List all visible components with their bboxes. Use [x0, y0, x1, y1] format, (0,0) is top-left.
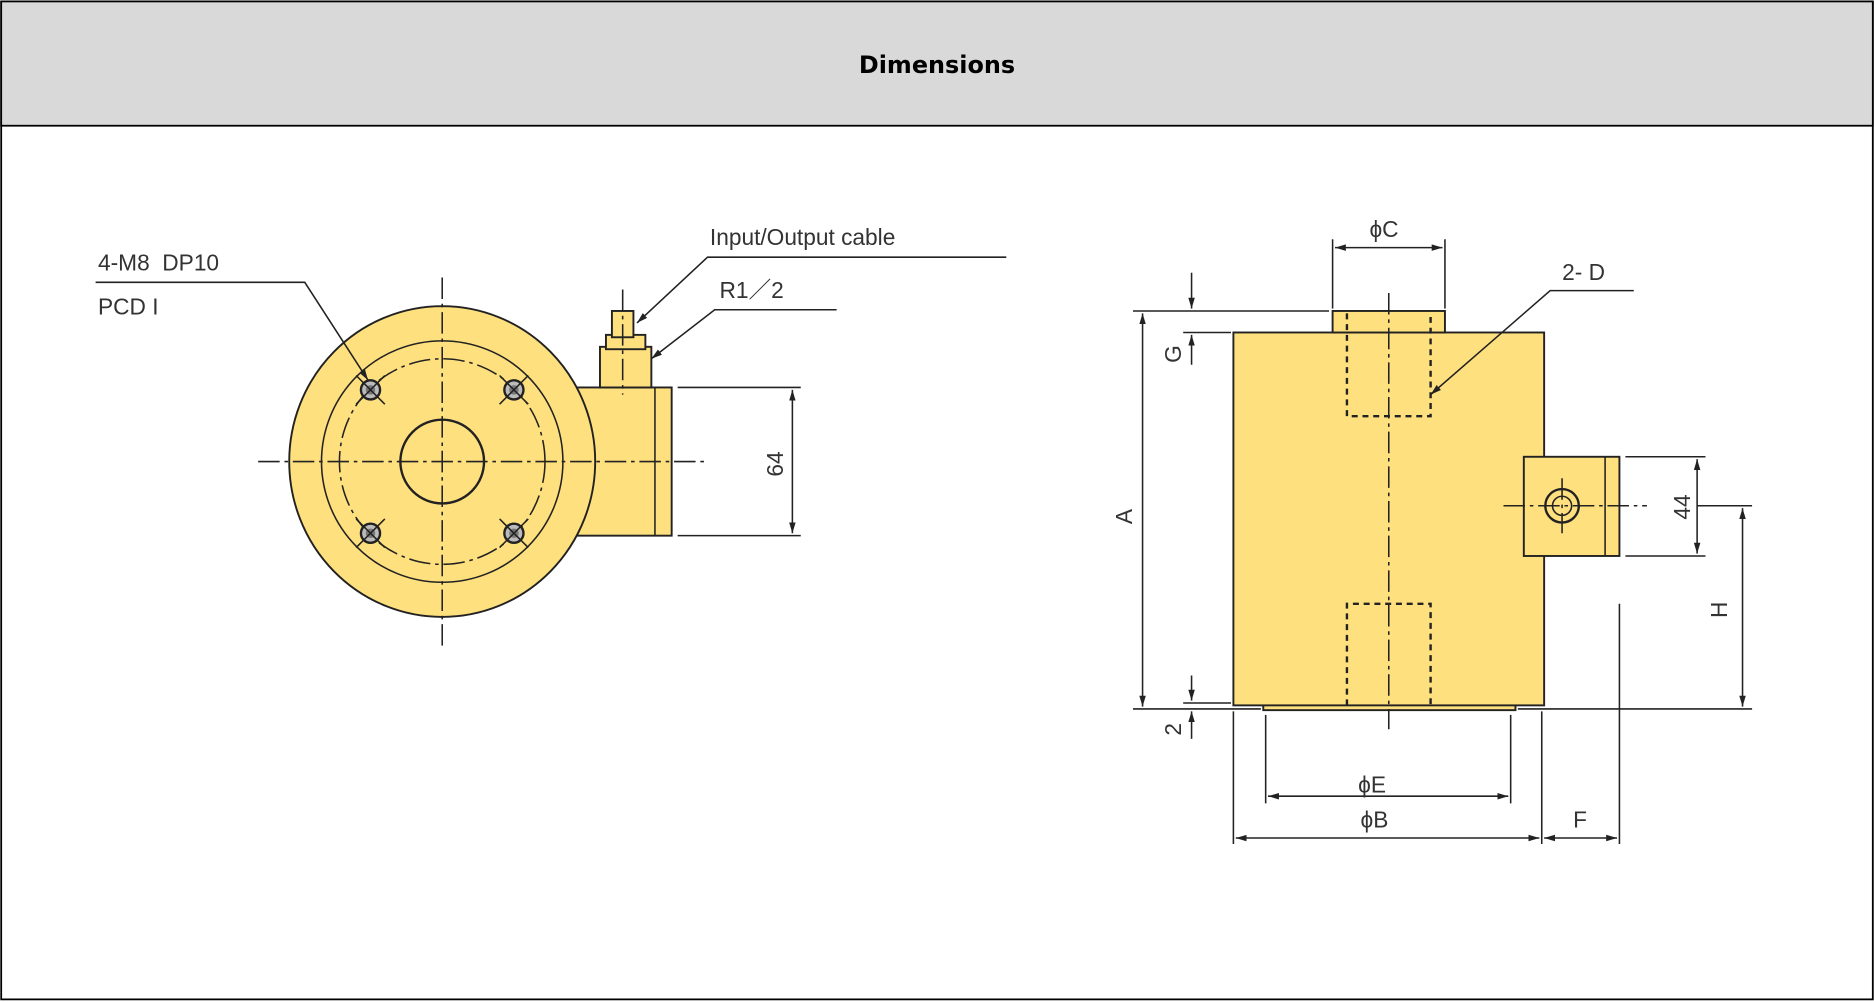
thread-label: R1／2: [719, 277, 783, 303]
dim-f: F: [1573, 806, 1587, 832]
dim-e: ϕE: [1358, 772, 1386, 798]
dim-c: ϕC: [1369, 216, 1398, 242]
dim-d: 2- D: [1562, 259, 1605, 285]
cable-label: Input/Output cable: [710, 224, 895, 250]
dim-a: A: [1111, 508, 1137, 524]
dim-2: 2: [1160, 723, 1186, 736]
dim-b: ϕB: [1361, 806, 1389, 832]
pcd-label: PCD I: [98, 294, 159, 320]
dim-h: H: [1706, 602, 1732, 618]
page-title: Dimensions: [859, 51, 1015, 79]
dim-g: G: [1160, 345, 1186, 363]
dim-44: 44: [1669, 494, 1695, 519]
side-view-drawing: ϕC 2- D A G 2 44 H ϕE ϕB: [1111, 216, 1753, 845]
dim-64: 64: [762, 451, 788, 476]
bolt-holes: [355, 374, 529, 549]
header-bar: [0, 0, 1874, 127]
bolt-label: 4-M8 DP10: [98, 249, 219, 275]
top-view-drawing: 64 4-M8 DP10 PCD I Input/Output cable R1…: [95, 224, 1007, 649]
